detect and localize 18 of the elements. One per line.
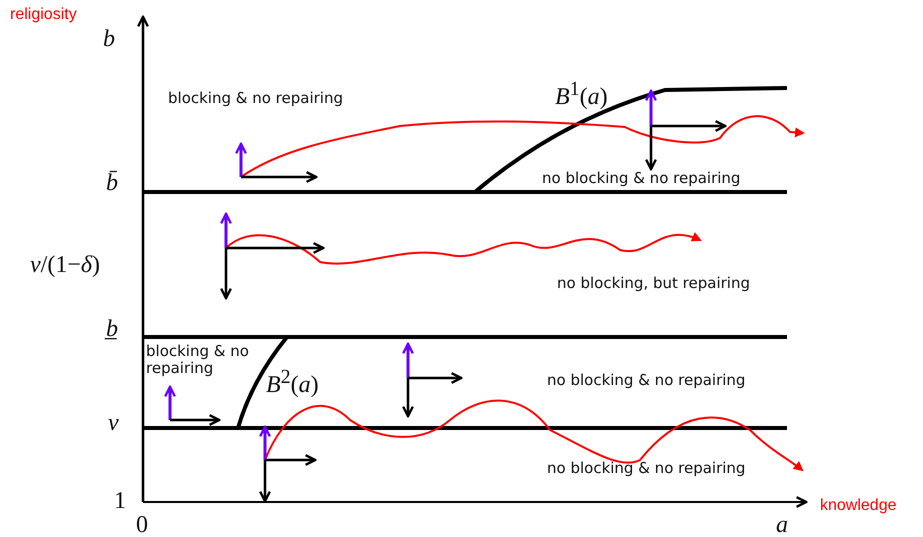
region-label: no blocking, but repairing xyxy=(557,275,750,292)
axis-variable: a xyxy=(776,512,788,537)
region-label: blocking & no repairing xyxy=(168,90,343,106)
tick-label: 0 xyxy=(136,512,148,537)
tick-label: 1 xyxy=(114,488,126,514)
tick-label: b xyxy=(103,26,115,52)
axis-title: knowledge xyxy=(820,497,896,515)
axis-title: religiosity xyxy=(10,6,77,24)
tick-label: ν xyxy=(108,410,119,436)
tick-label: ν/(1−δ) xyxy=(30,252,100,278)
region-label: no blocking & no repairing xyxy=(542,170,740,186)
curve-label: B$^{2}$(a) xyxy=(266,366,319,398)
region-label: blocking & no repairing xyxy=(146,343,250,376)
curve-label: B$^{1}$(a) xyxy=(555,78,608,110)
region-label: no blocking & no repairing xyxy=(547,460,746,476)
region-label: no blocking & no repairing xyxy=(547,372,746,388)
tick-label: b̲ xyxy=(106,316,118,342)
tick-label: b̄ xyxy=(106,170,118,196)
